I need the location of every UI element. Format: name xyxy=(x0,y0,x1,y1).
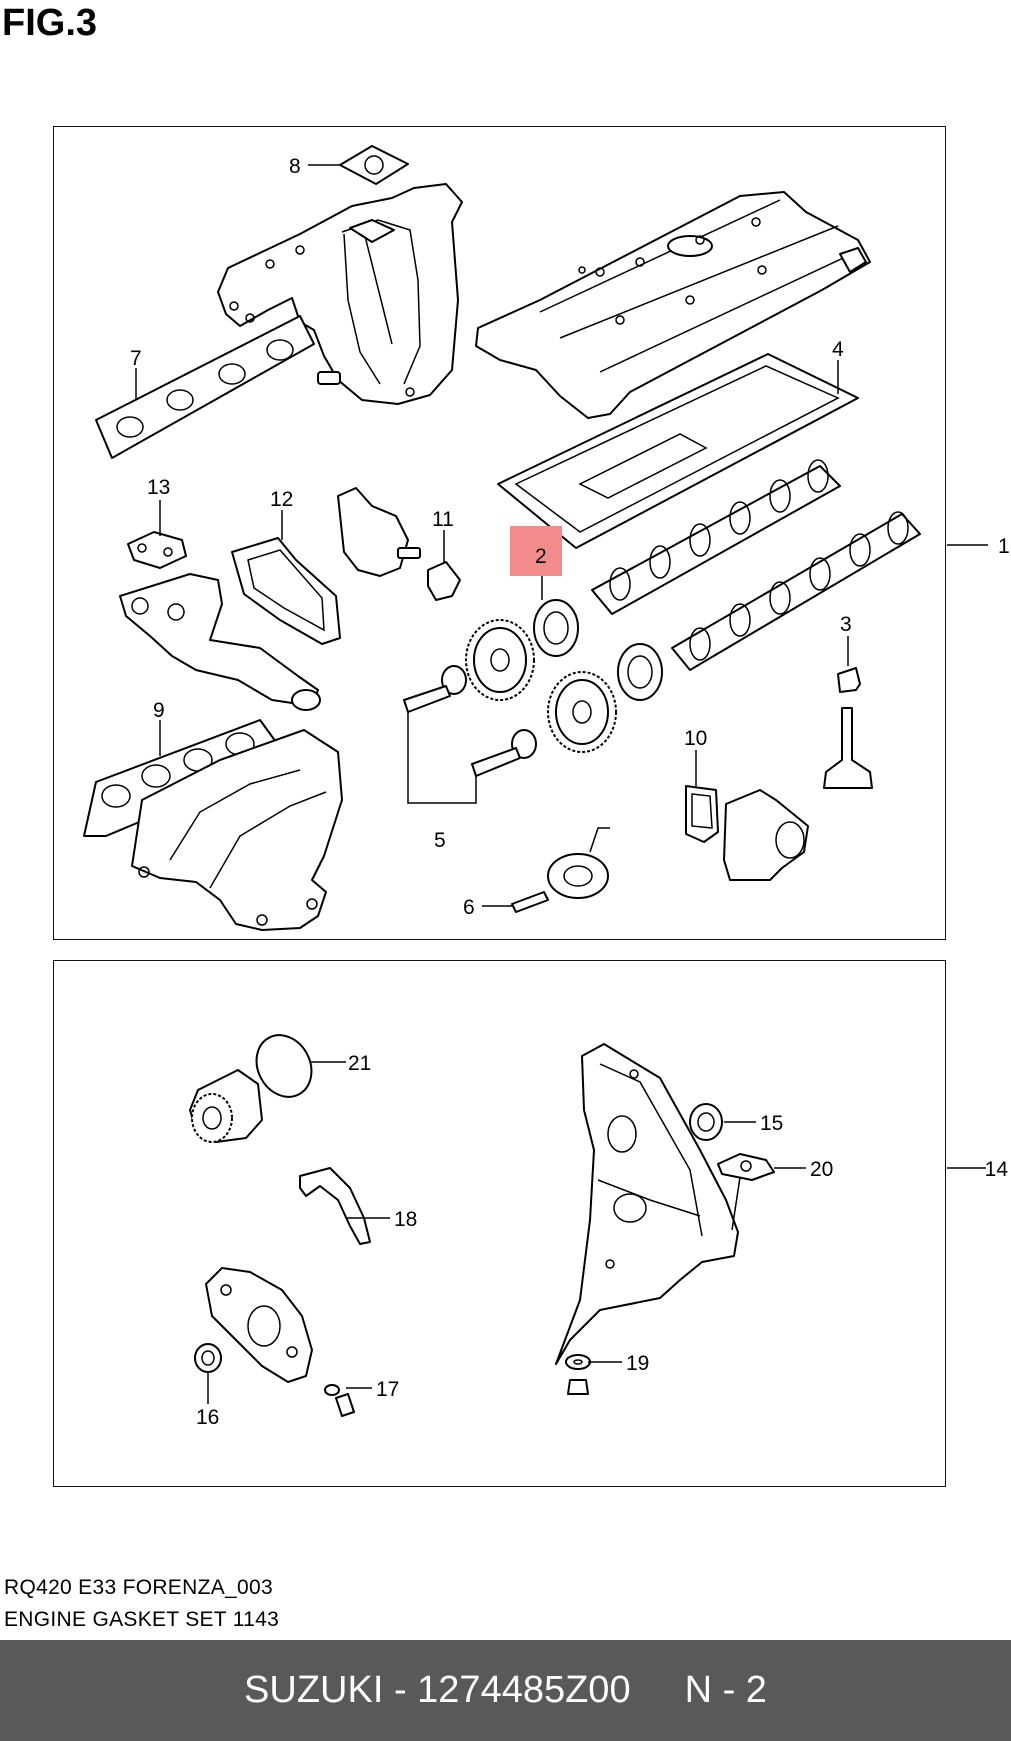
throttle-gasket-part-8 xyxy=(339,145,409,185)
intake-manifold-gasket-part-7 xyxy=(95,315,315,459)
callout-13: 13 xyxy=(147,476,170,499)
timing-belt-tensioner-drawing xyxy=(547,827,610,899)
water-pump-o-ring-part-21 xyxy=(255,1034,313,1098)
camshaft-gear-bolts-part-5 xyxy=(403,685,521,804)
part-name-caption: ENGINE GASKET SET 1143 xyxy=(4,1608,280,1631)
exploded-parts-diagram: 8 7 4 1 2 3 13 12 11 9 10 5 6 21 15 20 1… xyxy=(83,145,1010,1429)
callout-21: 21 xyxy=(348,1052,371,1075)
oil-pan-front-case-drawing xyxy=(555,1043,743,1365)
callout-8: 8 xyxy=(289,155,301,178)
intake-manifold-drawing xyxy=(217,183,463,405)
callout-7: 7 xyxy=(130,347,142,370)
page-indicator: N - 2 xyxy=(684,1669,767,1711)
callout-17: 17 xyxy=(376,1378,399,1401)
callout-6: 6 xyxy=(463,896,475,919)
callout-4: 4 xyxy=(832,338,844,361)
water-pump-drawing xyxy=(189,1069,263,1143)
callout-14: 14 xyxy=(985,1158,1009,1181)
valve-stem-seal-part-3 xyxy=(837,667,861,693)
model-caption: RQ420 E33 FORENZA_003 xyxy=(4,1576,273,1599)
callout-16: 16 xyxy=(196,1406,219,1429)
camshaft-gears-drawing xyxy=(441,619,617,759)
egr-valve-drawing xyxy=(337,487,421,577)
callout-2: 2 xyxy=(535,545,547,568)
callout-19: 19 xyxy=(626,1352,649,1375)
drain-plug-washer-part-19 xyxy=(565,1354,591,1370)
tensioner-bolt-part-6 xyxy=(511,891,549,913)
valve-drawing xyxy=(823,707,873,789)
egr-pipe-gasket-part-13 xyxy=(127,531,187,569)
callout-3: 3 xyxy=(840,613,852,636)
callout-labels: 8 7 4 1 2 3 13 12 11 9 10 5 6 21 15 20 1… xyxy=(130,155,1010,1429)
figure-title: FIG.3 xyxy=(2,2,98,44)
callout-15: 15 xyxy=(760,1112,783,1135)
callout-5: 5 xyxy=(434,829,446,852)
small-gasket-part-11 xyxy=(427,561,461,601)
thermostat-housing-drawing xyxy=(723,789,809,881)
callout-20: 20 xyxy=(810,1158,833,1181)
oil-pump-housing-drawing xyxy=(205,1267,313,1383)
callout-11: 11 xyxy=(432,508,454,531)
callout-1: 1 xyxy=(998,535,1010,558)
upper-assembly-frame xyxy=(53,126,946,940)
crankshaft-seal-part-15 xyxy=(689,1103,723,1141)
egr-adapter-gasket-part-12 xyxy=(231,537,341,645)
highlight-box xyxy=(510,526,562,576)
callout-10: 10 xyxy=(684,727,707,750)
thermostat-gasket-part-10 xyxy=(685,785,719,843)
oil-pickup-gasket-part-20 xyxy=(717,1153,775,1181)
drain-plug-drawing xyxy=(567,1379,589,1395)
camshaft-seal-part-2 xyxy=(533,599,663,701)
part-code: SUZUKI - 1274485Z00 xyxy=(244,1669,631,1711)
oil-seal-part-16 xyxy=(194,1343,222,1373)
camshafts-drawing xyxy=(591,459,921,671)
egr-tube-drawing xyxy=(119,573,321,711)
cylinder-head-cover-drawing xyxy=(475,191,871,419)
part-number-footer: SUZUKI - 1274485Z00 N - 2 xyxy=(0,1640,1011,1741)
callout-18: 18 xyxy=(394,1208,417,1231)
callout-12: 12 xyxy=(270,488,293,511)
seal-gasket-part-18 xyxy=(299,1167,371,1245)
plug-washer-part-17 xyxy=(324,1384,355,1417)
callout-9: 9 xyxy=(153,699,165,722)
exhaust-manifold-drawing xyxy=(131,729,343,931)
lower-assembly-frame xyxy=(53,960,946,1487)
